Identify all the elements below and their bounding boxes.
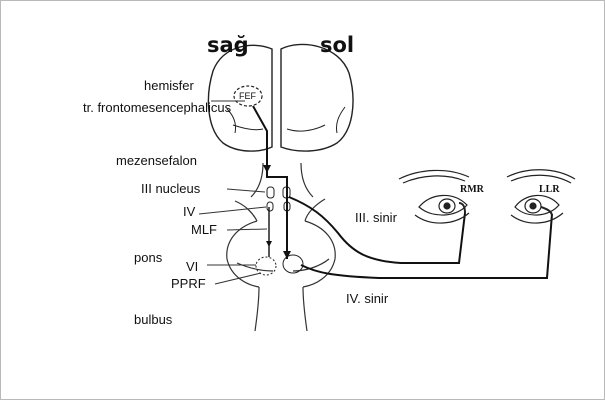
hemisphere-label: hemisfer xyxy=(144,78,194,93)
nerve-iii-pathway xyxy=(288,196,466,264)
right-hemisphere xyxy=(207,44,273,152)
brainstem-outline xyxy=(226,162,336,332)
fef-pathway xyxy=(252,105,288,259)
left-hemisphere xyxy=(280,43,354,152)
leader-lines xyxy=(198,100,268,285)
midbrain-label: mezensefalon xyxy=(116,153,197,168)
rmr-label: RMR xyxy=(460,184,484,195)
nucleus-iii-label: III nucleus xyxy=(141,181,201,196)
nerve-iv-label: IV. sinir xyxy=(346,291,389,306)
left-vi-nucleus xyxy=(282,254,304,274)
llr-label: LLR xyxy=(539,184,560,195)
fef-label: FEF xyxy=(239,91,256,101)
nerve-iv-nucleus-label: IV xyxy=(183,204,196,219)
pons-label: pons xyxy=(134,250,163,265)
nerve-iii-label: III. sinir xyxy=(355,210,397,225)
brain-hemispheres xyxy=(207,43,354,152)
right-side-label: sağ xyxy=(207,33,249,57)
left-side-label: sol xyxy=(320,33,355,57)
nerve-vi-pathway xyxy=(300,213,553,279)
tract-label: tr. frontomesencephalicus xyxy=(83,100,232,115)
right-eye xyxy=(398,169,470,224)
mlf-label: MLF xyxy=(191,222,217,237)
nucleus-vi-label: VI xyxy=(186,259,199,274)
left-eye xyxy=(506,169,576,224)
bulbus-label: bulbus xyxy=(134,312,173,327)
right-vi-nucleus xyxy=(255,256,277,276)
pprf-label: PPRF xyxy=(171,276,206,291)
fef-region xyxy=(233,85,263,107)
